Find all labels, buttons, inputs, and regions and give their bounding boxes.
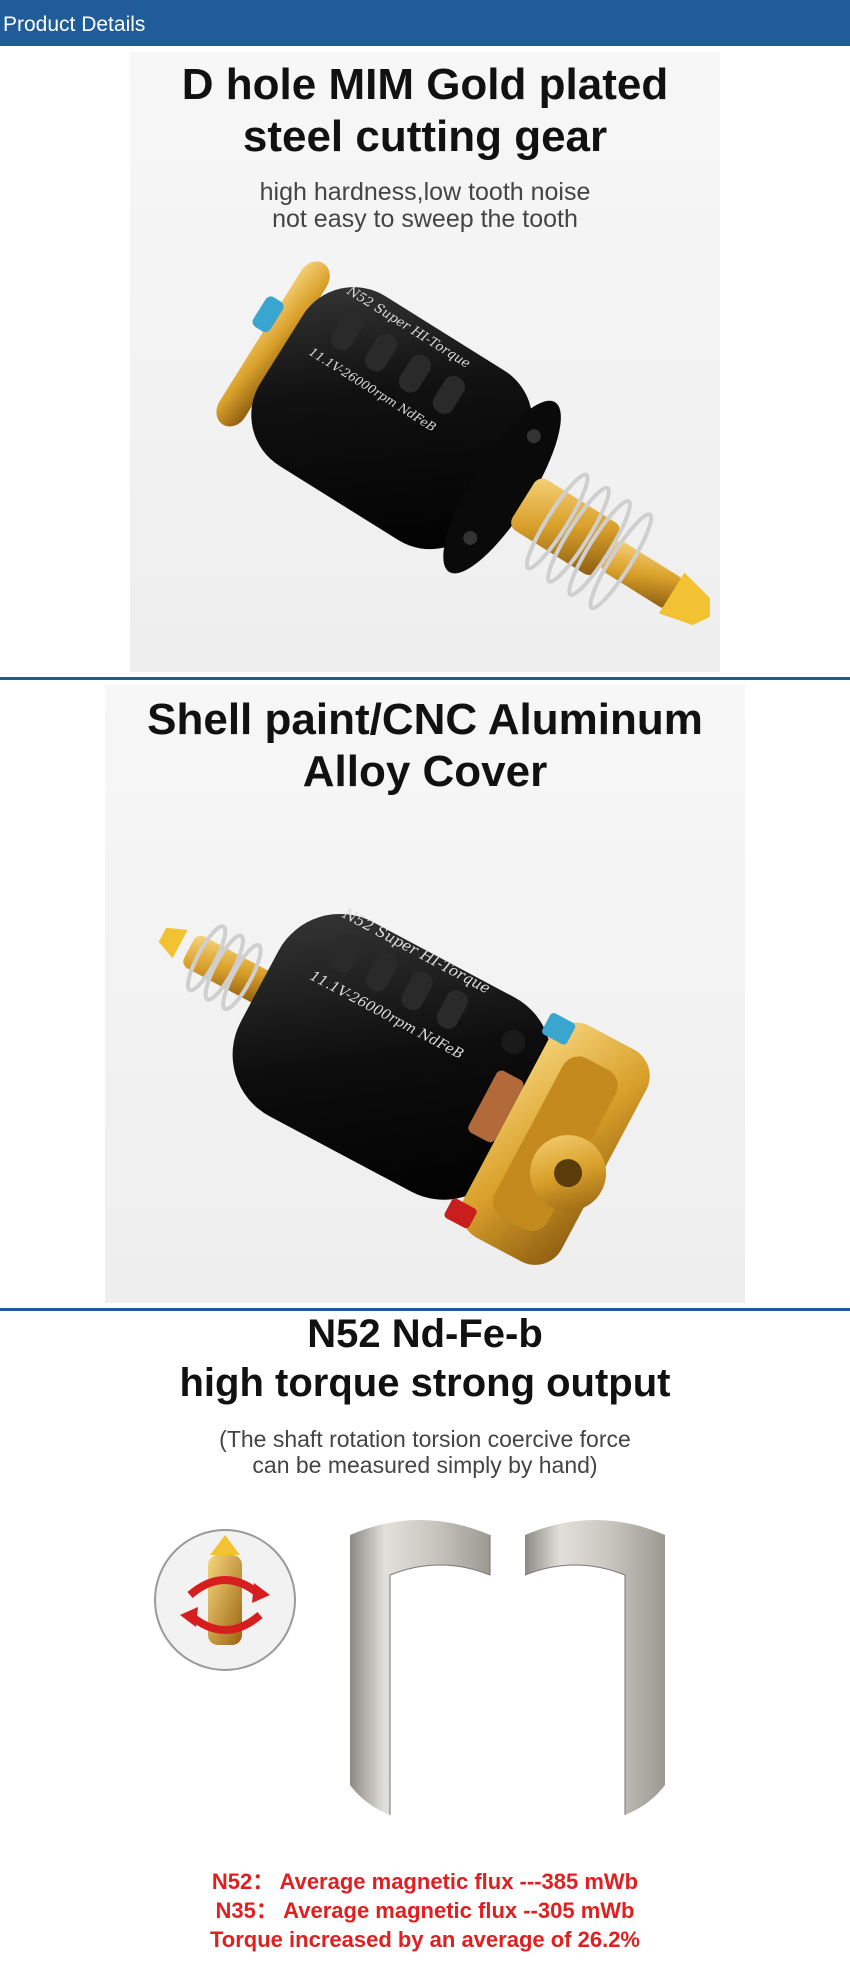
section2-title-line1: Shell paint/CNC Aluminum xyxy=(147,695,703,744)
cover-image-panel: Shell paint/CNC Aluminum Alloy Cover xyxy=(105,685,745,1303)
section-divider xyxy=(0,677,850,680)
motor-gear-image: N52 Super HI-Torque 11.1V-26000rpm NdFeB xyxy=(216,261,710,626)
stat-line-n52: N52： Average magnetic flux ---385 mWb xyxy=(211,1869,639,1894)
magnet-halves-image xyxy=(350,1520,665,1815)
product-details-header: Product Details xyxy=(0,0,850,46)
section-divider xyxy=(0,1308,850,1311)
section1-title-line1: D hole MIM Gold plated xyxy=(181,60,669,109)
flux-stats: N52： Average magnetic flux ---385 mWb N3… xyxy=(0,1867,850,1954)
section1-subtitle-line2: not easy to sweep the tooth xyxy=(272,205,578,233)
motor-cover-image: N52 Super HI-Torque 11.1V-26000rpm NdFeB xyxy=(158,904,650,1265)
section3-subtitle-line2: can be measured simply by hand) xyxy=(252,1452,598,1478)
gear-image-panel: D hole MIM Gold plated steel cutting gea… xyxy=(130,52,720,672)
stat-line-n35: N35： Average magnetic flux --305 mWb xyxy=(215,1898,635,1923)
stat-line-torque: Torque increased by an average of 26.2% xyxy=(210,1927,640,1952)
header-title: Product Details xyxy=(3,13,146,36)
section3-title-line2: high torque strong output xyxy=(179,1361,671,1405)
section1-title-line2: steel cutting gear xyxy=(242,112,608,161)
section3-title-line1: N52 Nd-Fe-b xyxy=(307,1312,543,1356)
section1-subtitle-line1: high hardness,low tooth noise xyxy=(259,178,591,206)
shaft-rotation-badge xyxy=(154,1529,296,1671)
section2-title-line2: Alloy Cover xyxy=(302,747,548,796)
section3-subtitle-line1: (The shaft rotation torsion coercive for… xyxy=(219,1426,631,1452)
